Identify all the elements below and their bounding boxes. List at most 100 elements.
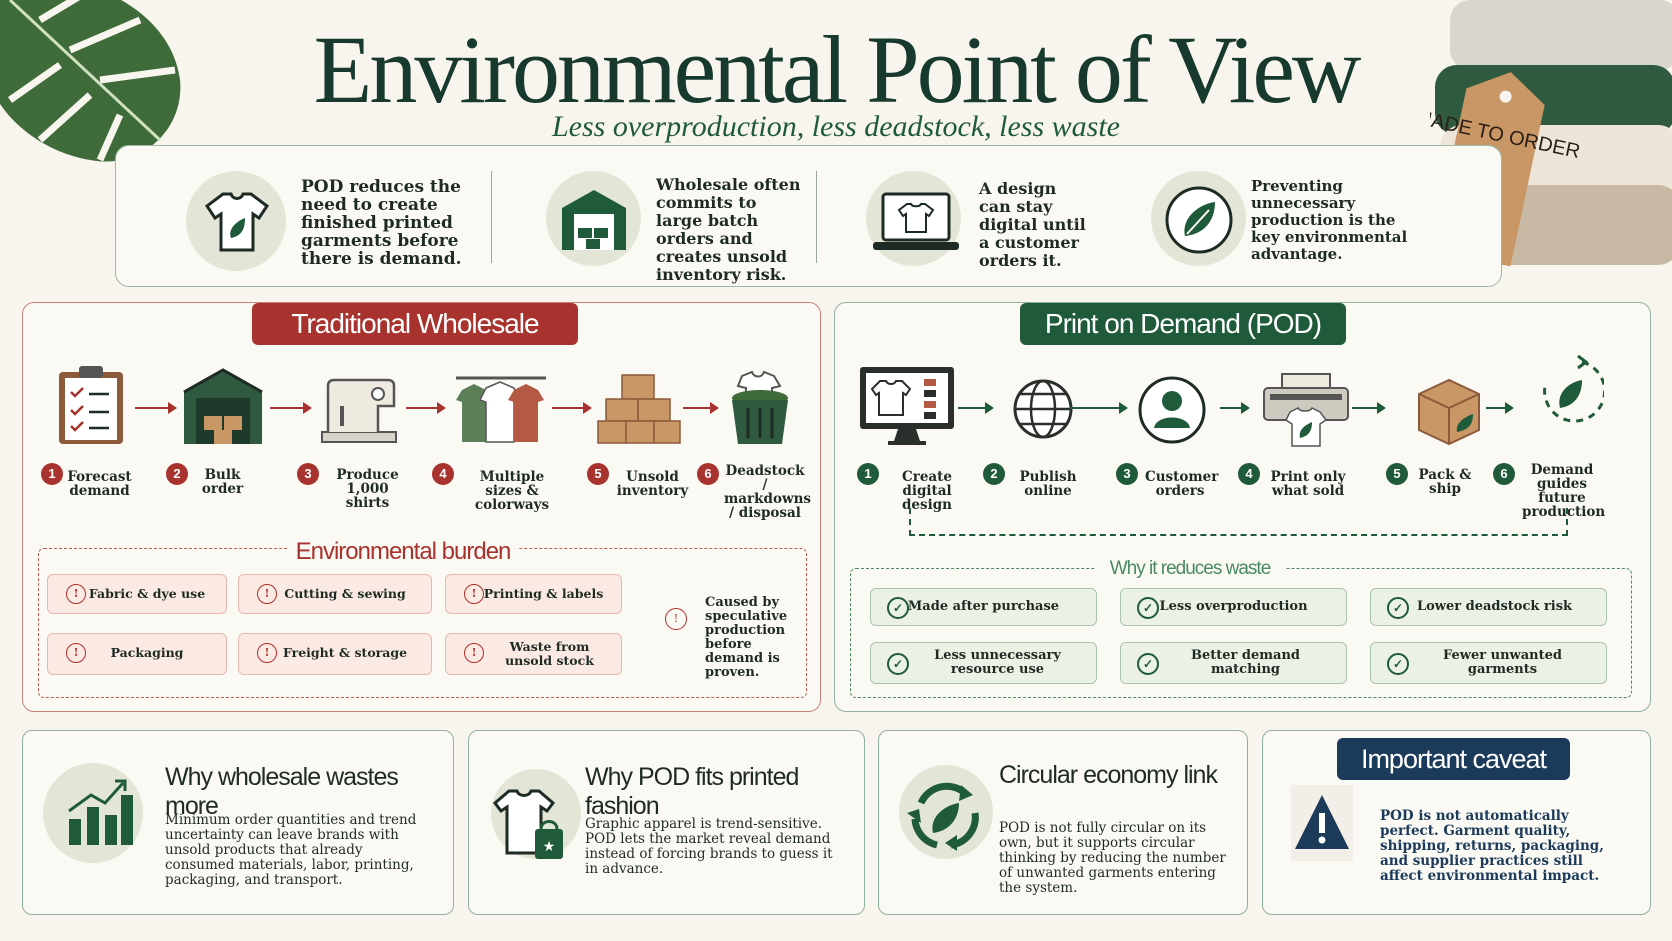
recycle-leaf-icon [907,782,979,851]
flow-arrow [683,402,719,414]
svg-text:★: ★ [543,839,556,855]
burden-chip: !Printing & labels [445,574,622,614]
trash-bin-icon [732,370,788,444]
burden-chip: !Packaging [47,633,227,675]
step-number: 3 [1116,463,1138,485]
pod-title: Print on Demand (POD) [1020,303,1346,345]
info-card: Circular economy link POD is not fully c… [878,730,1248,915]
step-number: 6 [1493,463,1515,485]
step-number: 2 [166,463,188,485]
step-number: 1 [857,463,879,485]
reason-chip: ✓Fewer unwanted garments [1370,642,1607,684]
flow-arrow [1352,402,1386,414]
step-label: Forecast demand [67,469,132,499]
leaf-cycle-icon [1543,354,1604,423]
check-icon: ✓ [1137,653,1159,675]
summary-text: A design can stay digital until a custom… [979,179,1086,270]
flow-arrow [270,402,312,414]
step-label: Create digital design [901,469,953,513]
check-icon: ✓ [1387,597,1409,619]
step-label: Pack & ship [1418,467,1472,497]
globe-icon [1013,379,1073,439]
burden-chip: !Cutting & sewing [238,574,432,614]
step-number: 4 [432,463,454,485]
monitor-design-icon [860,367,954,445]
alert-icon: ! [66,643,86,663]
step-label: Bulk order [201,467,244,497]
card-text: POD is not fully circular on its own, bu… [999,820,1226,896]
summary-item: A design can stay digital until a custom… [866,146,1136,286]
card-text: Minimum order quantities and trend uncer… [165,812,417,888]
warning-icon [1291,785,1353,861]
summary-item: POD reduces the need to create finished … [186,146,486,286]
card-title: Circular economy link [999,761,1218,789]
reason-chip: ✓Less unnecessary resource use [870,642,1097,684]
flow-arrow [958,402,994,414]
info-card: Why wholesale wastes more Minimum order … [22,730,454,915]
reason-chip: ✓Less overproduction [1120,588,1347,626]
flow-arrow [1486,402,1514,414]
card-text: POD is not automatically perfect. Garmen… [1380,808,1604,884]
summary-text: POD reduces the need to create finished … [301,177,462,269]
burden-note: Caused by speculative production before … [705,595,788,680]
flow-arrow [552,402,592,414]
info-card: ★ Why POD fits printed fashion Graphic a… [468,730,865,915]
step-label: Unsold inventory [616,469,689,499]
clothes-rack-icon [456,376,546,443]
feedback-loop-line [909,508,1568,536]
user-icon [1138,376,1206,444]
leaf-circle-icon [1165,186,1233,254]
clipboard-checklist-icon [59,366,123,444]
step-number: 6 [697,463,719,485]
summary-text: Wholesale often commits to large batch o… [656,175,801,284]
step-number: 2 [983,463,1005,485]
burden-chip: !Fabric & dye use [47,574,227,614]
reason-chip: ✓Made after purchase [870,588,1097,626]
check-icon: ✓ [1137,597,1159,619]
growth-chart-icon [68,779,133,845]
step-label: Produce 1,000 shirts [336,467,399,511]
page-subtitle: Less overproduction, less deadstock, les… [552,110,1120,143]
flow-arrow [135,402,177,414]
step-number: 3 [297,463,319,485]
alert-icon: ! [665,608,687,630]
step-label: Print only what sold [1270,469,1346,499]
summary-box: POD reduces the need to create finished … [115,145,1502,287]
wholesale-title: Traditional Wholesale [252,303,578,345]
card-text: Graphic apparel is trend-sensitive. POD … [585,816,833,877]
card-title: Why wholesale wastes more [165,763,399,820]
summary-item: Wholesale often commits to large batch o… [546,146,826,286]
check-icon: ✓ [1387,653,1409,675]
step-label: Customer orders [1145,469,1219,499]
caveat-title: Important caveat [1337,738,1570,780]
alert-icon: ! [257,584,277,604]
laptop-tshirt-icon [873,192,959,250]
reason-chip: ✓Better demand matching [1120,642,1347,684]
step-number: 5 [1386,463,1408,485]
flow-arrow [1220,402,1250,414]
alert-icon: ! [257,643,277,663]
step-label: Deadstock / markdowns / disposal [724,463,811,521]
warehouse-icon [562,190,626,250]
burden-chip: !Freight & storage [238,633,432,675]
summary-text: Preventing unnecessary production is the… [1251,177,1408,263]
box-stack-icon [597,374,681,444]
sewing-machine-icon [321,378,397,443]
page-title: Environmental Point of View [313,16,1362,123]
burden-title: Environmental burden [288,538,518,566]
tshirt-leaf-icon [204,192,270,252]
check-icon: ✓ [887,597,909,619]
tshirt-bag-icon: ★ [493,789,563,859]
alert-icon: ! [464,643,484,663]
flow-arrow [406,402,446,414]
why-title: Why it reduces waste [1095,558,1285,580]
step-number: 1 [41,463,63,485]
step-label: Demand guides future production [1522,462,1606,520]
flow-arrow [1070,402,1128,414]
card-title: Why POD fits printed fashion [585,763,799,820]
printer-icon [1263,373,1349,447]
environmental-burden-box [38,548,807,698]
step-number: 4 [1238,463,1260,485]
check-icon: ✓ [887,653,909,675]
reason-chip: ✓Lower deadstock risk [1370,588,1607,626]
